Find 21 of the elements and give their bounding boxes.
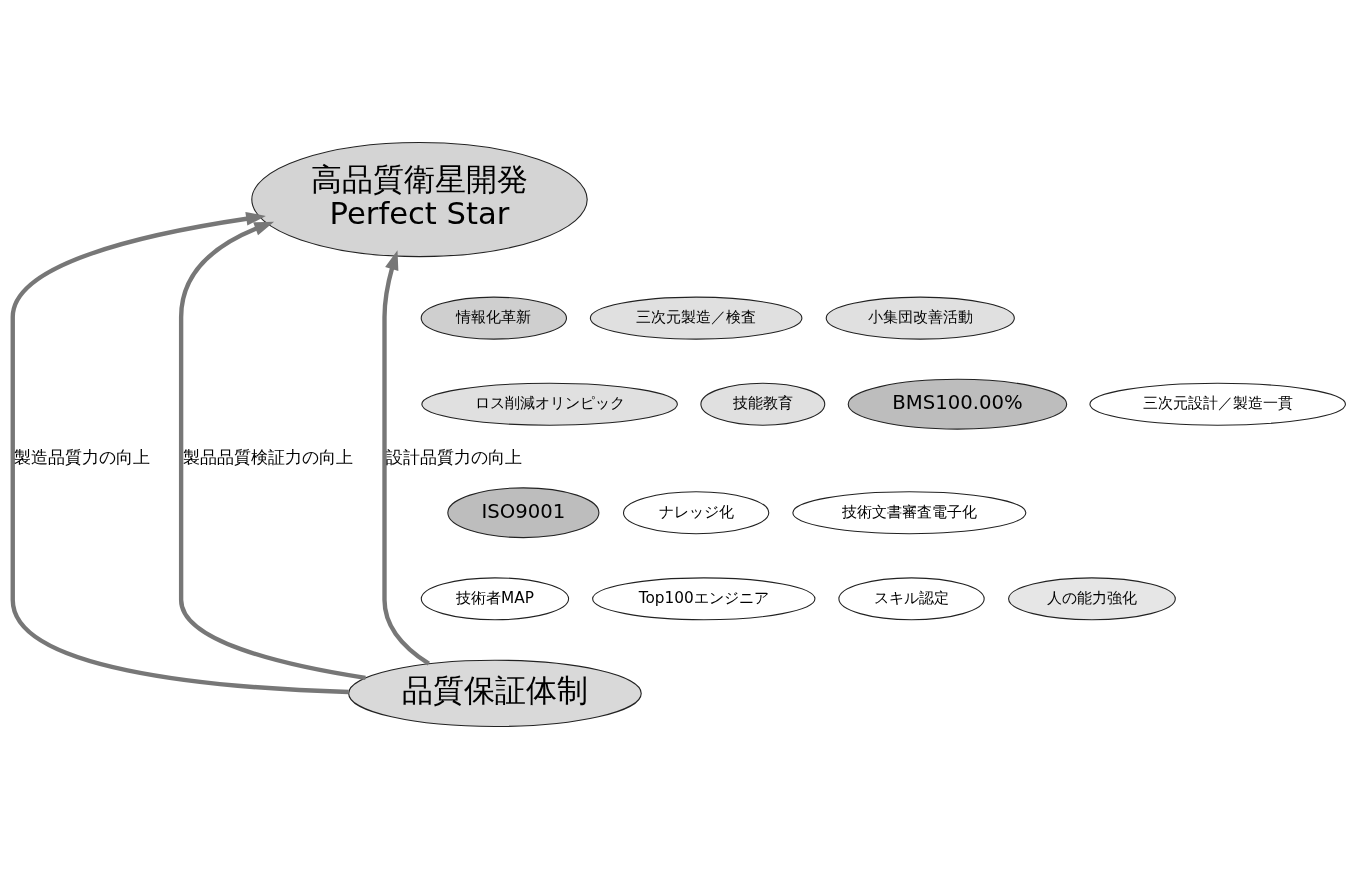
node-ellipse: ISO9001	[447, 487, 600, 539]
node-ellipse: 品質保証体制	[348, 659, 642, 728]
edge-label: 製造品質力の向上	[14, 446, 151, 467]
node-ellipse: 小集団改善活動	[825, 296, 1015, 340]
edge-label: 設計品質力の向上	[385, 446, 522, 467]
node-ellipse: 技術者MAP	[420, 577, 570, 621]
node-ellipse: ロス削減オリンピック	[421, 382, 678, 426]
arrow	[382, 250, 430, 666]
node-ellipse: ナレッジ化	[622, 491, 770, 535]
edge-label: 製品品質検証力の向上	[183, 446, 354, 467]
arrow	[178, 221, 366, 681]
node-ellipse: スキル認定	[838, 577, 985, 621]
node-ellipse: BMS100.00%	[847, 378, 1068, 430]
node-ellipse: 三次元設計／製造一貫	[1089, 382, 1346, 426]
arrow	[10, 211, 349, 695]
node-ellipse: 技能教育	[700, 382, 826, 426]
node-ellipse: 三次元製造／検査	[589, 296, 803, 340]
node-ellipse: 技術文書審査電子化	[792, 491, 1027, 535]
node-ellipse: Top100エンジニア	[592, 577, 816, 621]
node-ellipse: 情報化革新	[420, 296, 568, 340]
node-ellipse: 人の能力強化	[1008, 577, 1176, 621]
